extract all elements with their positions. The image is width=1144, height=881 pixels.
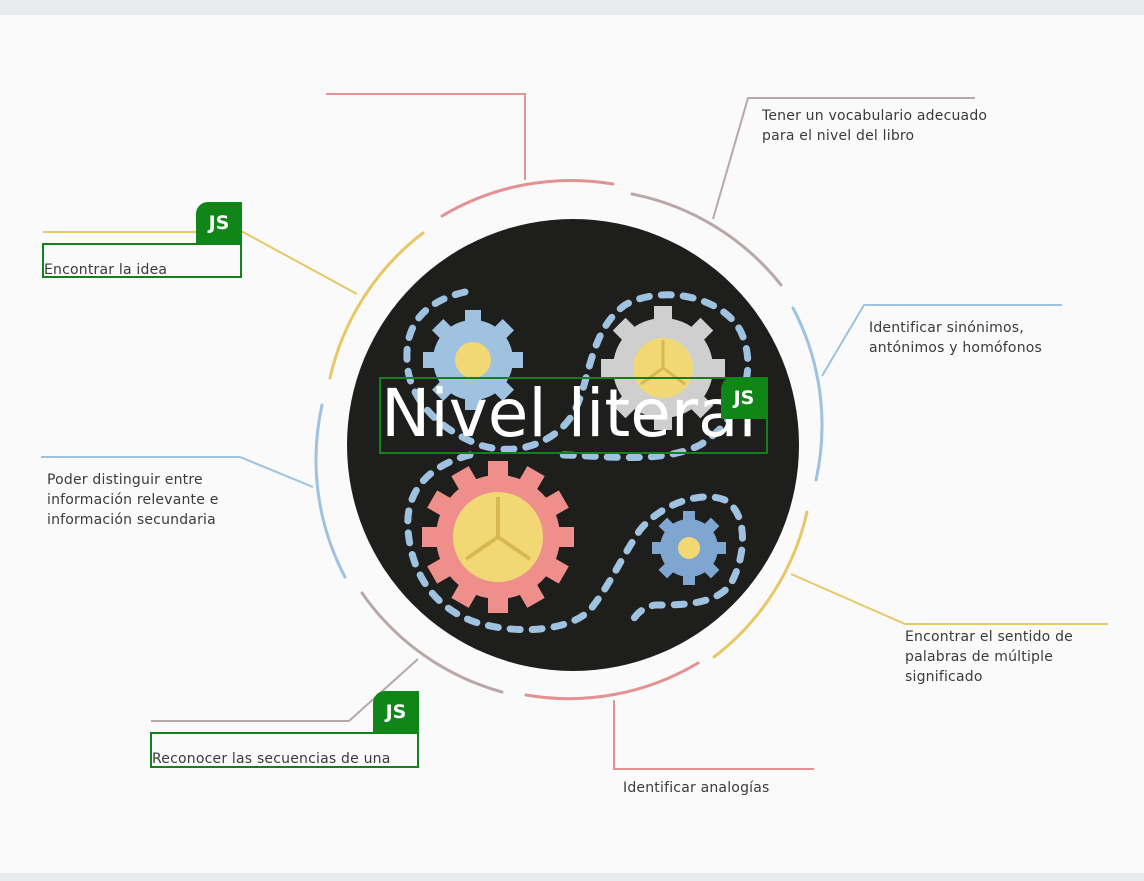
js-badge-title[interactable]: JS [721, 377, 767, 419]
ring-arc-blue-right [791, 306, 824, 482]
node-idea-selection[interactable]: Encontrar la idea principal [42, 243, 242, 278]
ring-arc-yellow-top-left [328, 231, 425, 380]
node-idea: Encontrar la idea principal [44, 262, 168, 278]
connector-top [326, 93, 526, 180]
connector-idea [43, 231, 358, 295]
node-vocabulario: Tener un vocabulario adecuado para el ni… [762, 108, 988, 144]
dashed-path-icon [403, 288, 752, 634]
gear-icon [422, 306, 726, 613]
ring-arc-yellow-bottom-right [712, 510, 809, 659]
node-analogias: Identificar analogías [623, 780, 770, 796]
js-badge-idea[interactable]: JS [196, 202, 242, 244]
central-title: Nivel literal [381, 377, 757, 452]
connector-sinonimos [821, 304, 1062, 377]
ring-arc-taupe-top-right [630, 192, 783, 287]
connector-distinguir [41, 456, 314, 488]
connector-secuencias [151, 658, 419, 722]
node-secuencias-selection[interactable]: Reconocer las secuencias de una acción, … [150, 732, 419, 768]
node-sentido: Encontrar el sentido de palabras de múlt… [905, 629, 1073, 685]
ring-arc-blue-left [314, 403, 347, 579]
node-sinonimos: Identificar sinónimos, antónimos y homóf… [869, 320, 1043, 356]
js-badge-secuencias[interactable]: JS [373, 691, 419, 733]
ring-arc-taupe-bottom-left [360, 591, 504, 694]
connector-analogias [613, 700, 814, 770]
connector-sentido [790, 573, 1108, 625]
title-selection-box[interactable]: Nivel literal [379, 377, 768, 454]
ring-arc-pink-top [440, 179, 615, 218]
node-secuencias: Reconocer las secuencias de una acción, … [152, 751, 391, 767]
node-distinguir: Poder distinguir entre información relev… [47, 472, 219, 528]
ring-arc-pink-bottom [524, 661, 700, 701]
connector-vocabulario [712, 97, 975, 220]
